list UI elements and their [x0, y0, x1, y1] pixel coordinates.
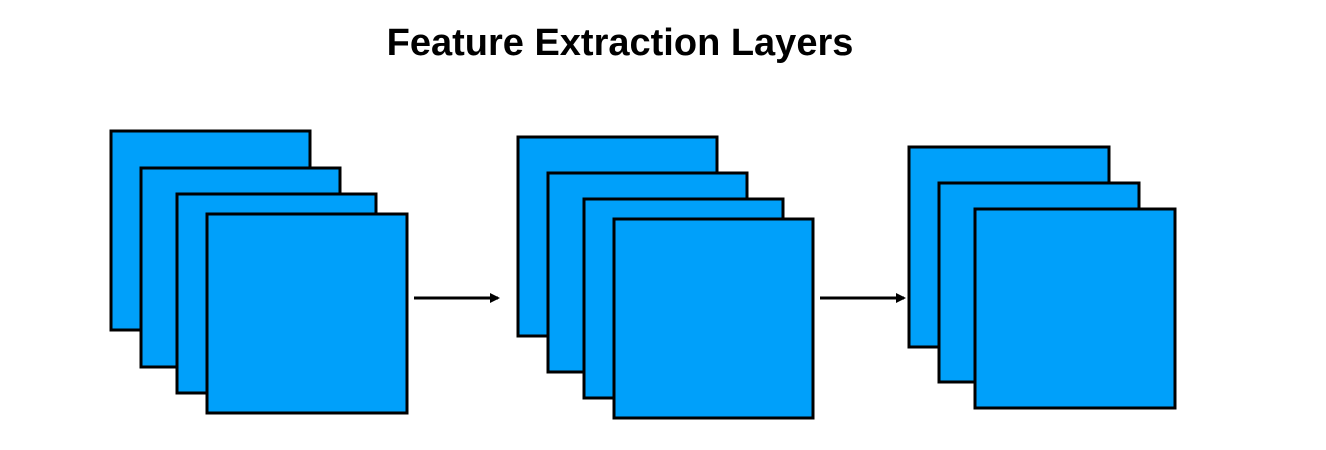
layer-group-3: [907, 145, 1177, 410]
feature-map: [973, 207, 1177, 410]
feature-map: [205, 212, 409, 415]
diagram-title: Feature Extraction Layers: [386, 22, 854, 64]
layer-group-2: [516, 135, 815, 420]
feature-map: [612, 217, 815, 420]
layer-group-1: [109, 129, 409, 415]
